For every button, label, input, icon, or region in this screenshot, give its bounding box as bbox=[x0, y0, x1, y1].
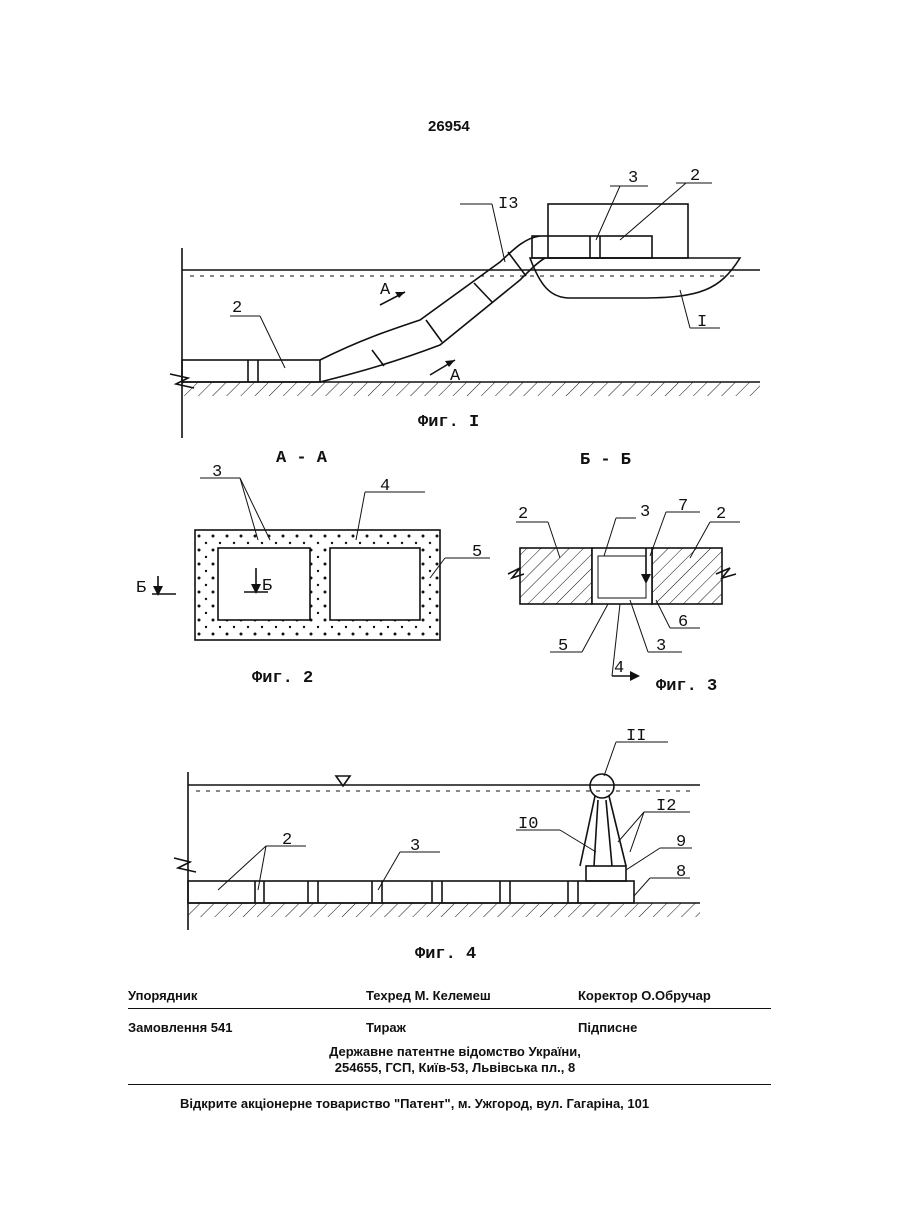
fig2-label-5: 5 bbox=[472, 543, 482, 562]
fig4-label-8: 8 bbox=[676, 863, 686, 882]
footer-publisher: Відкрите акціонерне товариство "Патент",… bbox=[180, 1096, 649, 1111]
fig3-label-5: 5 bbox=[558, 637, 568, 656]
fig3-label-3-top: 3 bbox=[640, 503, 650, 522]
fig3-label-7: 7 bbox=[678, 497, 688, 516]
fig1-label-13: I3 bbox=[498, 195, 518, 214]
footer-subscription: Підписне bbox=[578, 1020, 637, 1035]
footer-divider-1 bbox=[128, 1008, 771, 1009]
fig4-label-2: 2 bbox=[282, 831, 292, 850]
fig1-label-a-upper: A bbox=[380, 281, 391, 300]
fig3-label-6: 6 bbox=[678, 613, 688, 632]
fig4-label-9: 9 bbox=[676, 833, 686, 852]
fig1-label-2-left: 2 bbox=[232, 299, 242, 318]
fig1-label-1: I bbox=[697, 313, 707, 332]
fig2-section-title: А - А bbox=[276, 449, 328, 468]
fig1-label-2-top: 2 bbox=[690, 167, 700, 186]
fig4-label-10: I0 bbox=[518, 815, 538, 834]
fig2-label-4: 4 bbox=[380, 477, 390, 496]
footer-divider-2 bbox=[128, 1084, 771, 1085]
fig4-label-12: I2 bbox=[656, 797, 676, 816]
fig4-caption: Фиг. 4 bbox=[415, 945, 476, 964]
fig2-label-3: 3 bbox=[212, 463, 222, 482]
fig2-caption: Фиг. 2 bbox=[252, 669, 313, 688]
fig3-label-4: 4 bbox=[614, 659, 624, 678]
footer-office-line2: 254655, ГСП, Київ-53, Львівська пл., 8 bbox=[290, 1060, 620, 1076]
fig1-label-a-lower: A bbox=[450, 367, 461, 386]
fig2-drawing: А - А 3 4 5 Б Б Фиг. 2 bbox=[136, 449, 490, 688]
fig1-drawing: I3 3 2 2 I A A Фиг. I bbox=[170, 167, 760, 438]
fig3-label-3-bottom: 3 bbox=[656, 637, 666, 656]
footer-office-line1: Державне патентне відомство України, bbox=[290, 1044, 620, 1060]
fig2-label-b-left: Б bbox=[136, 579, 146, 598]
fig1-caption: Фиг. I bbox=[418, 413, 479, 432]
footer-order: Замовлення 541 bbox=[128, 1020, 233, 1035]
footer-corrector: Коректор О.Обручар bbox=[578, 988, 711, 1003]
fig3-label-2-left: 2 bbox=[518, 505, 528, 524]
fig4-drawing: II I2 I0 9 8 2 3 Фиг. 4 bbox=[174, 727, 700, 964]
footer-compiler: Упорядник bbox=[128, 988, 197, 1003]
fig3-caption: Фиг. 3 bbox=[656, 677, 717, 696]
fig4-label-11: II bbox=[626, 727, 646, 746]
footer-circulation: Тираж bbox=[366, 1020, 406, 1035]
fig3-label-2-right: 2 bbox=[716, 505, 726, 524]
fig3-drawing: Б - Б 2 3 7 2 6 3 5 4 Фиг. 3 bbox=[508, 451, 740, 696]
fig3-section-title: Б - Б bbox=[580, 451, 631, 470]
fig4-label-3: 3 bbox=[410, 837, 420, 856]
footer-tech-editor: Техред М. Келемеш bbox=[366, 988, 491, 1003]
fig1-label-3: 3 bbox=[628, 169, 638, 188]
fig2-label-b-right: Б bbox=[262, 577, 272, 596]
